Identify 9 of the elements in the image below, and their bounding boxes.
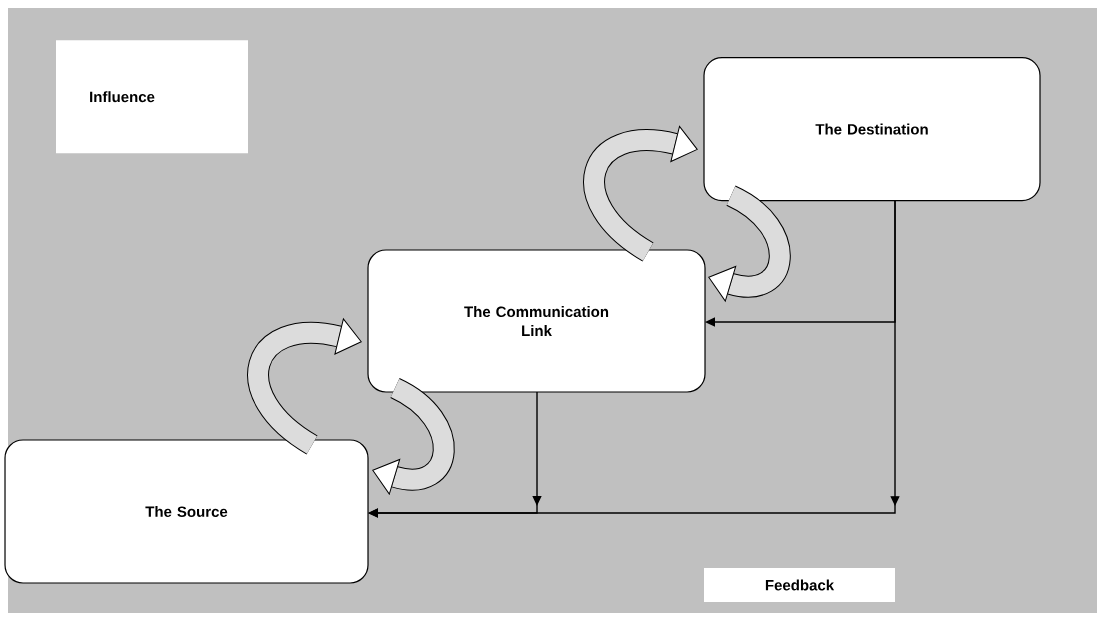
rounded-box: The Communication Link xyxy=(367,249,706,393)
label-box: Influence xyxy=(56,40,248,154)
curved-block-arrow xyxy=(372,378,455,495)
label-box: Feedback xyxy=(704,568,895,602)
curved-block-arrow xyxy=(708,185,791,302)
curved-block-arrow xyxy=(583,125,698,262)
curved-block-arrow xyxy=(247,318,362,455)
rounded-box: The Destination xyxy=(703,57,1041,202)
rounded-box: The Source xyxy=(4,439,369,584)
